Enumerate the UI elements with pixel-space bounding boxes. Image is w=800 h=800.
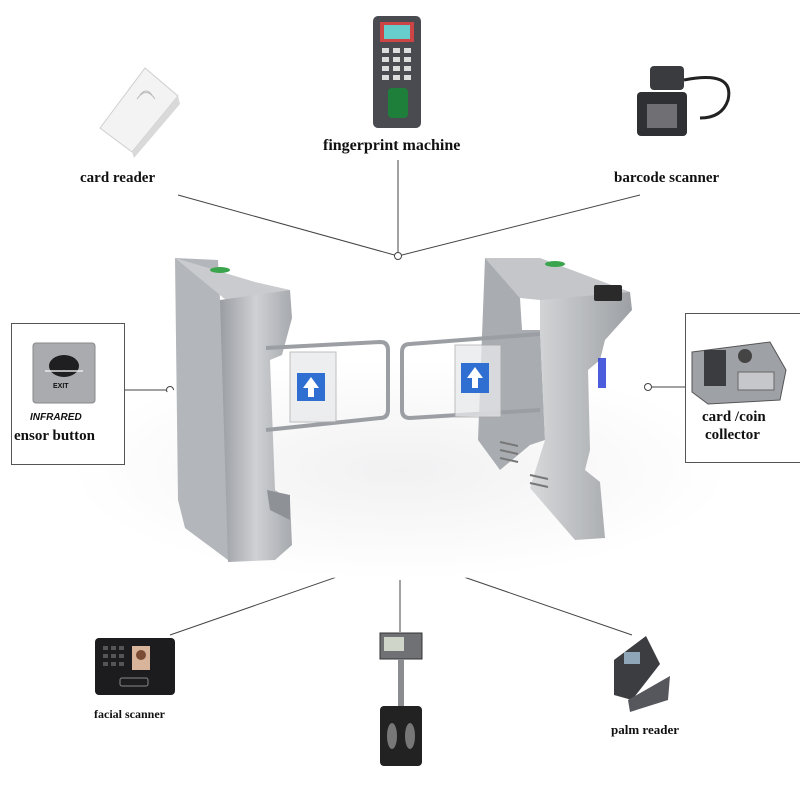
card-reader-label: card reader xyxy=(80,170,156,186)
exit-text: EXIT xyxy=(53,383,69,390)
fingerprint-machine-label: fingerprint machine xyxy=(323,137,461,154)
card-coin-label-line1: card /coin xyxy=(702,409,766,425)
facial-scanner-label: facial scanner xyxy=(94,707,165,721)
infrared-label: INFRARED xyxy=(30,412,82,423)
right-swing-gate xyxy=(400,332,541,421)
sensor-button-label: ensor button xyxy=(14,428,95,444)
left-swing-gate xyxy=(265,339,390,432)
palm-reader-label: palm reader xyxy=(611,722,679,737)
left-cabinet xyxy=(175,258,292,562)
barcode-scanner-label: barcode scanner xyxy=(614,170,720,186)
card-coin-label-line2: collector xyxy=(705,427,760,443)
